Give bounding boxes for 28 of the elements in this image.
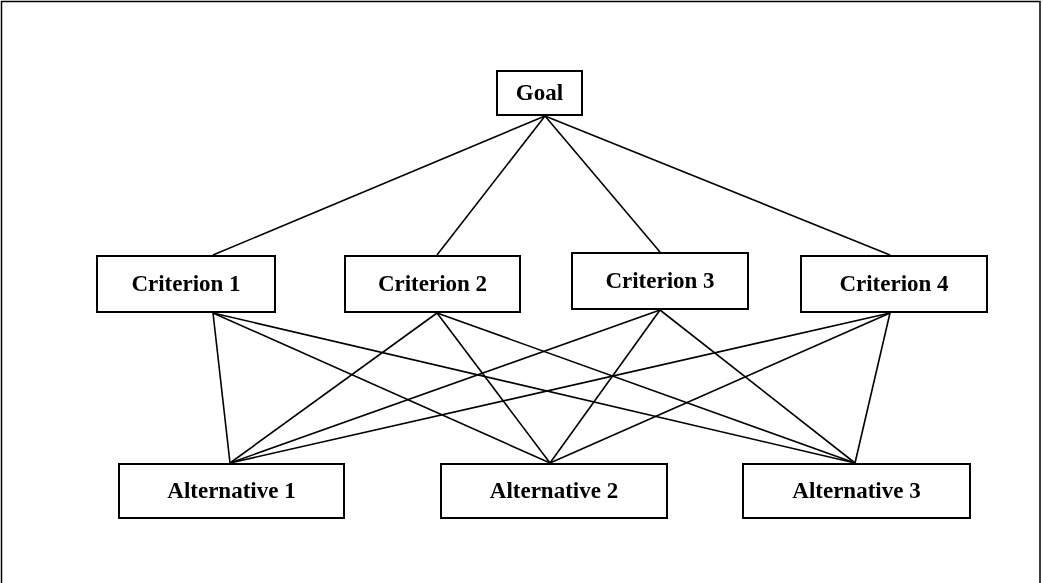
box-label: Criterion 2 (377, 271, 488, 297)
connector-line (549, 309, 661, 464)
hierarchy-box (571, 252, 749, 310)
connector-line (436, 312, 551, 464)
hierarchy-box (440, 463, 668, 519)
connector-line (212, 312, 231, 464)
connector-line (544, 115, 661, 253)
hierarchy-box (800, 255, 988, 313)
connector-line (544, 115, 891, 256)
hierarchy-box (496, 70, 583, 116)
connector-line (212, 312, 551, 464)
connector-line (436, 115, 546, 256)
box-label: Alternative 3 (792, 478, 921, 504)
hierarchy-box (344, 255, 521, 313)
box-label: Criterion 1 (131, 271, 241, 297)
hierarchy-box (742, 463, 971, 519)
connector-line (549, 312, 891, 464)
box-label: Criterion 4 (839, 271, 949, 297)
hierarchy-box (118, 463, 345, 519)
box-label: Goal (515, 80, 564, 106)
connector-line (212, 115, 546, 256)
connector-line (854, 312, 891, 464)
connector-line (659, 309, 856, 464)
hierarchy-box (96, 255, 276, 313)
box-label: Criterion 3 (605, 268, 715, 294)
connector-line (229, 312, 438, 464)
box-label: Alternative 1 (167, 478, 296, 504)
box-label: Alternative 2 (489, 478, 619, 504)
